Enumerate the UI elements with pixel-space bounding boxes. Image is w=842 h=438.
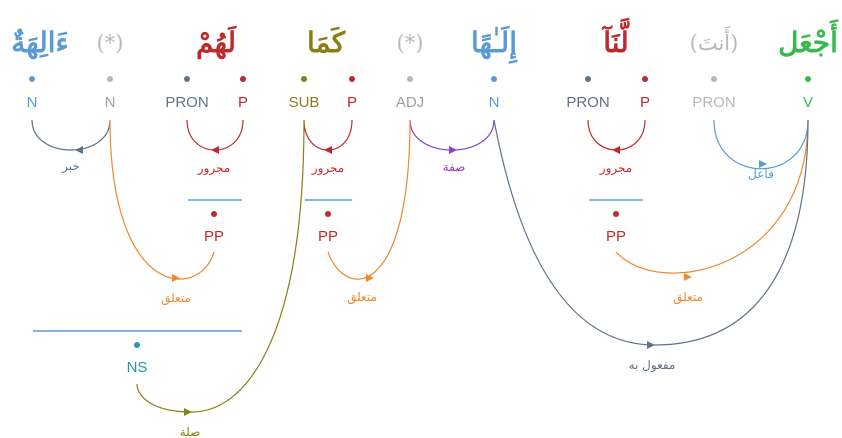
arc-mutaalliq-kama [327,119,411,280]
arc-majrur-lahum [186,119,244,151]
relation-label-sifa: صفة [443,160,466,174]
arc-majrur-kama [303,119,353,151]
pos-tag-sub: SUB [289,94,320,111]
word-elided-noun: (*) [97,31,124,55]
relation-label-mutaalliq-lana: متعلق [673,290,703,305]
relation-label-majrur-lana: مجرور [599,161,632,176]
arrowhead-majrur-kama [324,146,332,154]
phrase-dot-pp-kama [325,211,331,217]
node-dot-v [805,76,811,82]
arrowhead-sila [184,408,192,416]
phrase-dot-pp-lana [613,211,619,217]
node-dot-p-lahum [240,76,246,82]
relation-label-majrur-kama: مجرور [311,161,344,176]
word-lana: لَّنَآ [601,17,630,59]
arc-sila [136,119,305,413]
arc-khabar [31,119,111,151]
pos-tag-n-elided: N [105,94,116,111]
phrase-label-pp-lana: PP [606,228,626,245]
pos-tag-pron-hidden: PRON [692,94,735,111]
node-dot-n-alihatun [29,76,35,82]
word-verb-ajal: أَجْعَل [778,19,839,59]
arrowhead-fail [759,160,767,168]
arc-maful-bihi [493,119,809,346]
node-dot-p-lana [642,76,648,82]
pos-tag-pron-lana: PRON [566,94,609,111]
arrowhead-sifa [449,146,457,154]
relation-label-majrur-lahum: مجرور [197,161,230,176]
phrase-label-pp-lahum: PP [204,228,224,245]
arrowhead-maful-bihi [647,341,655,349]
node-dot-n-ilahan [491,76,497,82]
relation-label-mutaalliq-kama: متعلق [347,290,377,305]
node-dot-n-elided [107,76,113,82]
word-elided-adj: (*) [397,31,424,55]
node-dot-p-kama [349,76,355,82]
arrowhead-mutaalliq-lana [684,273,692,281]
arc-majrur-lana [587,119,646,151]
pos-tag-pron-lahum: PRON [165,94,208,111]
pos-tag-v: V [803,94,813,111]
arrowhead-mutaalliq-kama [366,274,374,282]
node-dot-sub [301,76,307,82]
node-dot-pron-hidden [711,76,717,82]
arrowhead-khabar [75,146,83,154]
word-ilahan: إِلَـٰهًا [471,25,518,65]
arc-mutaalliq-lana [615,119,809,274]
node-dot-adj [407,76,413,82]
pos-tag-p-kama: P [347,94,357,111]
pos-tag-n-alihatun: N [27,94,38,111]
pos-tag-p-lahum: P [238,94,248,111]
phrase-dot-pp-lahum [211,211,217,217]
phrase-label-ns: NS [127,359,148,376]
arrowhead-majrur-lahum [211,146,219,154]
relation-label-mutaalliq-lahum: متعلق [161,291,191,306]
pos-tag-n-ilahan: N [489,94,500,111]
phrase-dot-ns [134,342,140,348]
word-lahum: لَهُمْ [196,25,237,60]
word-kama: كَمَا [307,26,346,59]
pos-tag-adj: ADJ [396,94,424,111]
relation-label-sila: صلة [180,425,201,438]
relation-label-khabar: خبر [61,159,80,174]
arrowhead-majrur-lana [612,146,620,154]
word-alihatun: ءَالِهَةٌ [11,26,68,60]
arc-mutaalliq-lahum [109,119,215,280]
pos-tag-p-lana: P [640,94,650,111]
arc-fail [713,119,809,170]
relation-label-maful-bihi: مفعول به [629,358,676,373]
node-dot-pron-lahum [184,76,190,82]
node-dot-pron-lana [585,76,591,82]
arrowhead-mutaalliq-lahum [172,274,180,282]
arc-sifa [409,119,495,151]
word-hidden-pronoun-anta: (أَنتَ) [690,26,739,55]
phrase-label-pp-kama: PP [318,228,338,245]
relation-label-fail: فاعل [748,167,774,181]
